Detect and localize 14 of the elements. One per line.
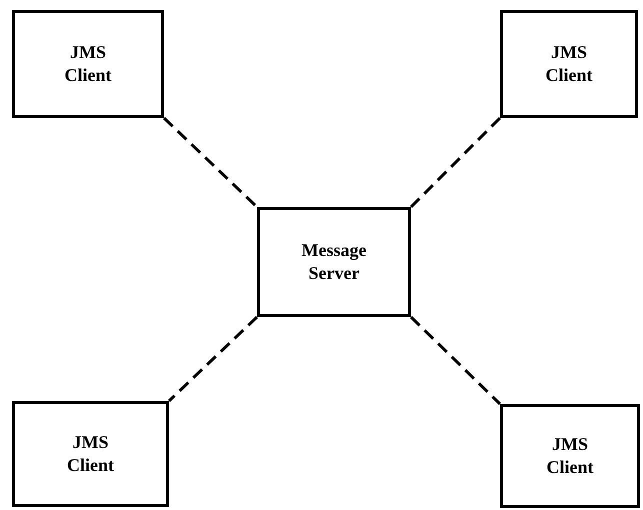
node-label: JMS Client bbox=[544, 40, 594, 87]
node-label: JMS Client bbox=[546, 432, 594, 479]
process-box bbox=[12, 10, 164, 118]
dashed-connector bbox=[168, 316, 258, 402]
dashed-connector bbox=[410, 116, 502, 208]
process-box bbox=[500, 10, 638, 118]
node-label: JMS Client bbox=[66, 430, 115, 477]
dashed-connector bbox=[162, 116, 258, 208]
process-box bbox=[257, 207, 411, 317]
node-label: JMS Client bbox=[64, 40, 112, 87]
process-box bbox=[12, 401, 169, 507]
process-box bbox=[500, 404, 640, 508]
dashed-connector bbox=[410, 316, 502, 406]
node-label: Message Server bbox=[300, 238, 368, 285]
